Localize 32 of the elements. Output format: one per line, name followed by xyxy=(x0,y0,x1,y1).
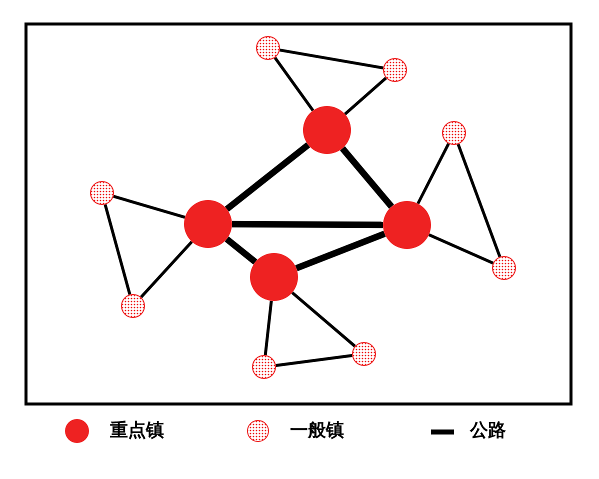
town-dot xyxy=(383,58,407,82)
road-line xyxy=(224,142,310,212)
town-dot xyxy=(492,256,516,280)
road-line xyxy=(264,300,273,356)
road-line xyxy=(291,291,356,348)
key-town-dot xyxy=(383,201,431,249)
town-dot xyxy=(121,294,145,318)
road-line xyxy=(344,76,387,116)
key-town-dot xyxy=(303,106,351,154)
road-line xyxy=(280,48,384,70)
road-line xyxy=(113,194,186,219)
road-line xyxy=(416,143,450,204)
town-dot xyxy=(256,36,280,60)
town-dot xyxy=(90,181,114,205)
road-line xyxy=(428,233,494,264)
town-dot xyxy=(442,121,466,145)
legend-label: 一般镇 xyxy=(290,420,344,442)
road-line xyxy=(232,220,384,228)
road-line xyxy=(224,236,258,264)
key-town-dot xyxy=(184,200,232,248)
legend-label: 重点镇 xyxy=(110,420,164,442)
road-line xyxy=(276,354,352,367)
key-town-dot xyxy=(250,253,298,301)
road-line xyxy=(295,230,386,272)
road-line xyxy=(274,56,314,112)
town-dot xyxy=(352,342,376,366)
road-line xyxy=(456,144,502,258)
legend-label: 公路 xyxy=(470,420,506,442)
road-line xyxy=(104,204,132,295)
town-dot xyxy=(252,355,276,379)
road-line xyxy=(140,240,193,298)
road-line xyxy=(340,146,394,209)
